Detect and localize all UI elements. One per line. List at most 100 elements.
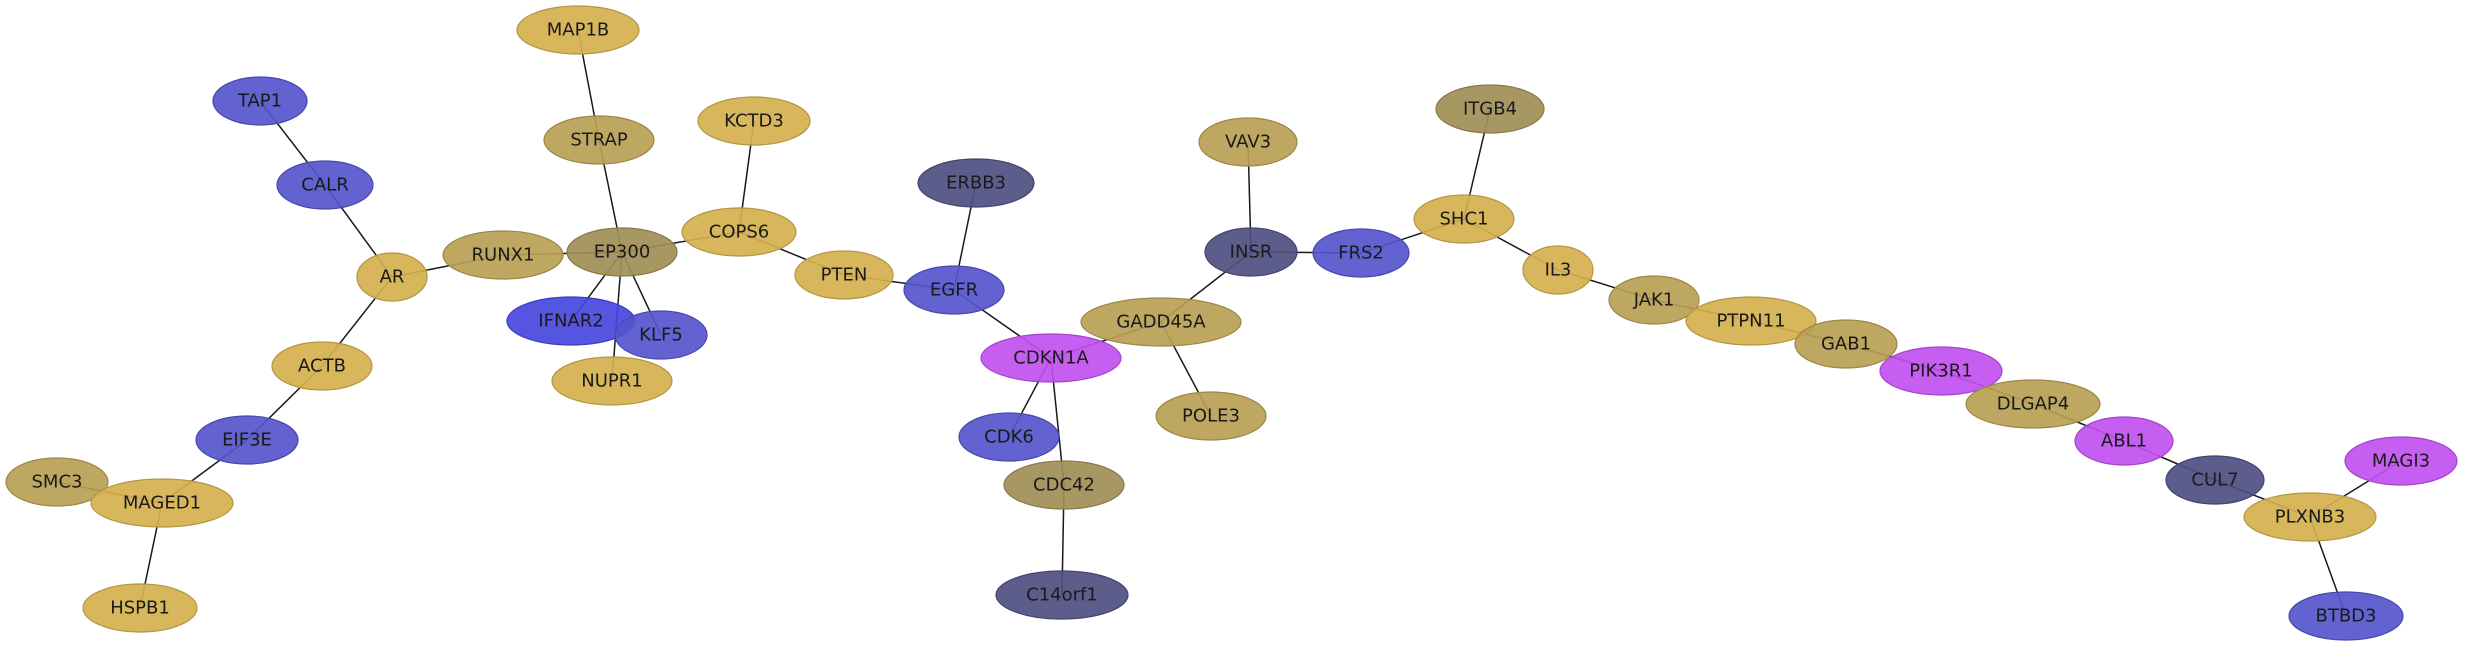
node-eif3e[interactable]: EIF3E xyxy=(195,415,299,465)
node-shape xyxy=(2288,591,2404,641)
node-shape xyxy=(90,478,234,528)
node-label: DLGAP4 xyxy=(1997,394,2069,415)
node-label: CDC42 xyxy=(1033,475,1095,496)
node-hspb1[interactable]: HSPB1 xyxy=(82,583,198,633)
node-ptpn11[interactable]: PTPN11 xyxy=(1685,296,1817,346)
node-shape xyxy=(516,5,640,55)
node-jak1[interactable]: JAK1 xyxy=(1608,275,1700,325)
node-klf5[interactable]: KLF5 xyxy=(614,310,708,360)
node-maged1[interactable]: MAGED1 xyxy=(90,478,234,528)
node-pten[interactable]: PTEN xyxy=(794,250,894,300)
node-label: PTEN xyxy=(821,265,868,286)
node-label: FRS2 xyxy=(1338,243,1384,264)
node-shape xyxy=(2165,455,2265,505)
node-cops6[interactable]: COPS6 xyxy=(681,207,797,257)
node-tap1[interactable]: TAP1 xyxy=(212,76,308,126)
node-frs2[interactable]: FRS2 xyxy=(1312,228,1410,278)
node-calr[interactable]: CALR xyxy=(276,160,374,210)
node-shape xyxy=(356,252,428,302)
node-shape xyxy=(958,412,1060,462)
node-cdc42[interactable]: CDC42 xyxy=(1003,460,1125,510)
node-shape xyxy=(794,250,894,300)
node-abl1[interactable]: ABL1 xyxy=(2074,416,2174,466)
node-strap[interactable]: STRAP xyxy=(543,115,655,165)
node-c14orf1[interactable]: C14orf1 xyxy=(995,570,1129,620)
node-shape xyxy=(995,570,1129,620)
node-gab1[interactable]: GAB1 xyxy=(1794,319,1898,369)
node-cdkn1a[interactable]: CDKN1A xyxy=(980,333,1122,383)
node-shape xyxy=(1413,194,1515,244)
node-ar[interactable]: AR xyxy=(356,252,428,302)
node-runx1[interactable]: RUNX1 xyxy=(442,230,564,280)
node-shape xyxy=(1312,228,1410,278)
node-label: MAGI3 xyxy=(2372,451,2430,472)
node-pole3[interactable]: POLE3 xyxy=(1155,391,1267,441)
node-shape xyxy=(1879,346,2003,396)
node-nupr1[interactable]: NUPR1 xyxy=(551,356,673,406)
node-label: MAP1B xyxy=(547,20,610,41)
node-label: EGFR xyxy=(930,280,978,301)
node-label: ACTB xyxy=(298,356,346,377)
node-itgb4[interactable]: ITGB4 xyxy=(1435,84,1545,134)
node-label: EIF3E xyxy=(222,430,272,451)
node-shape xyxy=(82,583,198,633)
node-erbb3[interactable]: ERBB3 xyxy=(917,158,1035,208)
node-label: IFNAR2 xyxy=(538,311,603,332)
node-ifnar2[interactable]: IFNAR2 xyxy=(506,296,636,346)
node-label: SMC3 xyxy=(32,472,83,493)
node-dlgap4[interactable]: DLGAP4 xyxy=(1965,379,2101,429)
node-shape xyxy=(614,310,708,360)
node-il3[interactable]: IL3 xyxy=(1522,245,1594,295)
node-shape xyxy=(1155,391,1267,441)
node-label: CALR xyxy=(301,175,348,196)
node-btbd3[interactable]: BTBD3 xyxy=(2288,591,2404,641)
node-label: EP300 xyxy=(594,242,651,263)
node-label: PTPN11 xyxy=(1716,311,1785,332)
node-label: HSPB1 xyxy=(110,598,170,619)
node-ep300[interactable]: EP300 xyxy=(566,227,678,277)
node-vav3[interactable]: VAV3 xyxy=(1198,117,1298,167)
node-label: RUNX1 xyxy=(472,245,535,266)
node-shape xyxy=(1522,245,1594,295)
node-label: INSR xyxy=(1230,242,1273,263)
node-shape xyxy=(681,207,797,257)
node-cdk6[interactable]: CDK6 xyxy=(958,412,1060,462)
node-shape xyxy=(2243,492,2377,542)
node-shape xyxy=(2074,416,2174,466)
node-label: NUPR1 xyxy=(581,371,642,392)
node-cul7[interactable]: CUL7 xyxy=(2165,455,2265,505)
node-shape xyxy=(212,76,308,126)
node-shape xyxy=(917,158,1035,208)
node-shape xyxy=(1204,227,1298,277)
node-map1b[interactable]: MAP1B xyxy=(516,5,640,55)
node-kctd3[interactable]: KCTD3 xyxy=(697,96,811,146)
node-shape xyxy=(1965,379,2101,429)
node-shape xyxy=(543,115,655,165)
node-plxnb3[interactable]: PLXNB3 xyxy=(2243,492,2377,542)
node-label: CDK6 xyxy=(984,427,1034,448)
node-magi3[interactable]: MAGI3 xyxy=(2344,436,2458,486)
node-shape xyxy=(2344,436,2458,486)
node-label: KCTD3 xyxy=(724,111,784,132)
node-insr[interactable]: INSR xyxy=(1204,227,1298,277)
node-egfr[interactable]: EGFR xyxy=(903,265,1005,315)
node-label: BTBD3 xyxy=(2315,606,2376,627)
node-shape xyxy=(1080,297,1242,347)
node-shape xyxy=(276,160,374,210)
node-label: GAB1 xyxy=(1821,334,1871,355)
node-actb[interactable]: ACTB xyxy=(271,341,373,391)
node-label: AR xyxy=(380,267,405,288)
node-shc1[interactable]: SHC1 xyxy=(1413,194,1515,244)
node-smc3[interactable]: SMC3 xyxy=(5,457,109,507)
node-label: ABL1 xyxy=(2101,431,2147,452)
node-pik3r1[interactable]: PIK3R1 xyxy=(1879,346,2003,396)
node-label: CUL7 xyxy=(2191,470,2238,491)
node-shape xyxy=(1003,460,1125,510)
node-label: POLE3 xyxy=(1182,406,1240,427)
node-gadd45a[interactable]: GADD45A xyxy=(1080,297,1242,347)
node-label: MAGED1 xyxy=(123,493,201,514)
node-label: GADD45A xyxy=(1116,312,1206,333)
node-shape xyxy=(1794,319,1898,369)
